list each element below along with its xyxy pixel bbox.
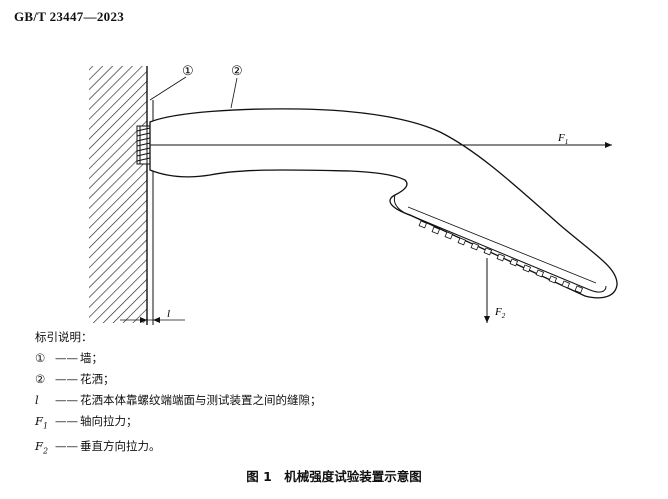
shower-body-outline xyxy=(149,108,618,299)
legend-item: F1 ——轴向拉力； xyxy=(35,411,322,436)
spray-face xyxy=(393,194,607,293)
f1-label: F1 xyxy=(557,132,568,146)
legend-item: ② ——花洒； xyxy=(35,369,322,390)
callout-shower: ② xyxy=(231,64,243,79)
legend-symbol: ② xyxy=(35,372,46,386)
legend-text: 墙； xyxy=(80,351,103,365)
legend-dash: —— xyxy=(55,351,78,365)
callout-wall-leader xyxy=(149,76,187,101)
legend-symbol: l xyxy=(35,393,39,407)
wall-hatch xyxy=(89,66,147,323)
legend-text: 花洒； xyxy=(80,372,115,386)
legend-text: 轴向拉力； xyxy=(80,414,138,428)
legend-dash: —— xyxy=(55,439,78,454)
legend-text: 垂直方向拉力。 xyxy=(80,439,161,454)
gap-arrow-left xyxy=(140,317,147,323)
callout-wall: ① xyxy=(182,64,194,79)
figure-caption: 图 1 机械强度试验装置示意图 xyxy=(246,469,422,484)
legend-item: ① ——墙； xyxy=(35,348,322,369)
standard-number: GB/T 23447—2023 xyxy=(14,9,125,24)
legend-dash: —— xyxy=(55,393,78,407)
legend-symbol: F1 xyxy=(35,414,49,431)
gap-arrow-right xyxy=(153,317,160,323)
legend-text: 花洒本体靠螺纹端端面与测试装置之间的缝隙； xyxy=(80,393,322,407)
nozzle-row xyxy=(418,220,584,294)
f2-label: F2 xyxy=(494,306,506,320)
legend-title: 标引说明： xyxy=(35,330,93,344)
legend-item: F2 ——垂直方向拉力。 xyxy=(35,436,322,461)
thread-fitting xyxy=(136,125,151,165)
spray-face-inner xyxy=(407,206,597,284)
legend-dash: —— xyxy=(55,372,78,386)
legend-item: l ——花洒本体靠螺纹端端面与测试装置之间的缝隙； xyxy=(35,390,322,411)
legend: 标引说明： ①——墙； ②——花洒； l——花洒本体靠螺纹端端面与测试装置之间的… xyxy=(35,327,322,462)
callout-shower-leader xyxy=(230,77,238,109)
legend-symbol: ① xyxy=(35,351,46,365)
legend-dash: —— xyxy=(55,414,78,428)
gap-label: l xyxy=(167,308,170,320)
legend-symbol: F2 xyxy=(35,439,49,456)
